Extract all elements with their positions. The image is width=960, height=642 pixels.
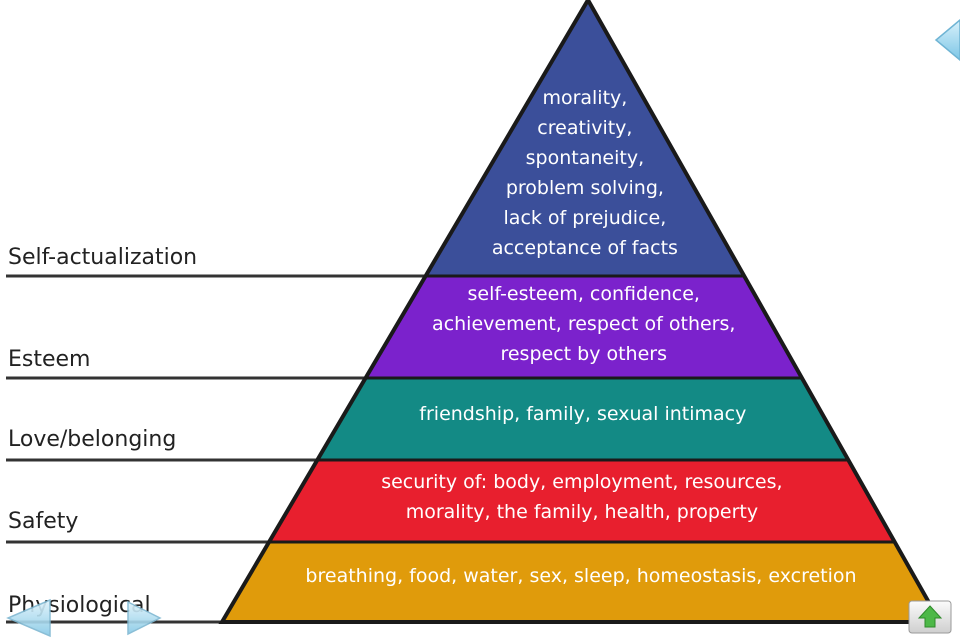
- level-label: Love/belonging: [8, 427, 176, 452]
- home-button[interactable]: [908, 600, 952, 634]
- tier-description-line: respect by others: [500, 343, 667, 365]
- tier-description-line: acceptance of facts: [492, 237, 678, 259]
- level-label: Esteem: [8, 347, 91, 372]
- pyramid-outline: [218, 0, 944, 624]
- next-slide-button[interactable]: [124, 598, 164, 638]
- tier-description-line: friendship, family, sexual intimacy: [419, 403, 746, 425]
- tier-description-line: breathing, food, water, sex, sleep, home…: [305, 565, 856, 587]
- home-up-arrow-icon: [908, 600, 952, 634]
- tier-description-line: morality,: [542, 87, 627, 109]
- tier-description-line: morality, the family, health, property: [406, 501, 758, 523]
- triangle-right-icon: [127, 600, 162, 636]
- previous-slide-top-button[interactable]: [934, 18, 960, 62]
- tier-description-line: lack of prejudice,: [504, 207, 667, 229]
- triangle-left-icon: [6, 598, 51, 638]
- tier-description-line: achievement, respect of others,: [432, 313, 735, 335]
- tier-description-line: creativity,: [537, 117, 632, 139]
- previous-slide-button[interactable]: [4, 598, 52, 638]
- tier-description-line: problem solving,: [506, 177, 664, 199]
- tier-description-line: spontaneity,: [526, 147, 644, 169]
- level-label: Safety: [8, 509, 78, 534]
- tier-description-line: security of: body, employment, resources…: [381, 471, 782, 493]
- triangle-left-icon: [934, 19, 960, 61]
- level-label: Self-actualization: [8, 245, 197, 270]
- tier-description-line: self-esteem, confidence,: [468, 283, 700, 305]
